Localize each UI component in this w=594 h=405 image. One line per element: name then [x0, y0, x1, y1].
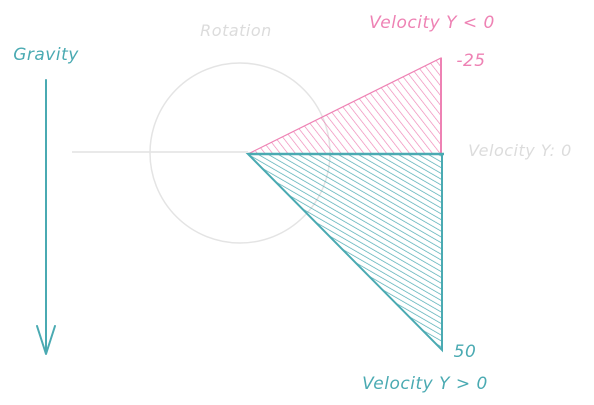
velocity-positive-label: Velocity Y > 0	[362, 374, 488, 394]
velocity-negative-label: Velocity Y < 0	[369, 13, 495, 33]
value-top-label: -25	[456, 51, 485, 71]
gravity-arrow-icon	[36, 79, 56, 355]
value-bottom-label: 50	[454, 342, 477, 362]
rotation-label: Rotation	[200, 21, 272, 40]
velocity-zero-label: Velocity Y: 0	[468, 141, 572, 160]
gravity-label: Gravity	[13, 45, 79, 65]
negative-velocity-triangle	[247, 57, 442, 155]
positive-velocity-triangle	[245, 153, 443, 353]
